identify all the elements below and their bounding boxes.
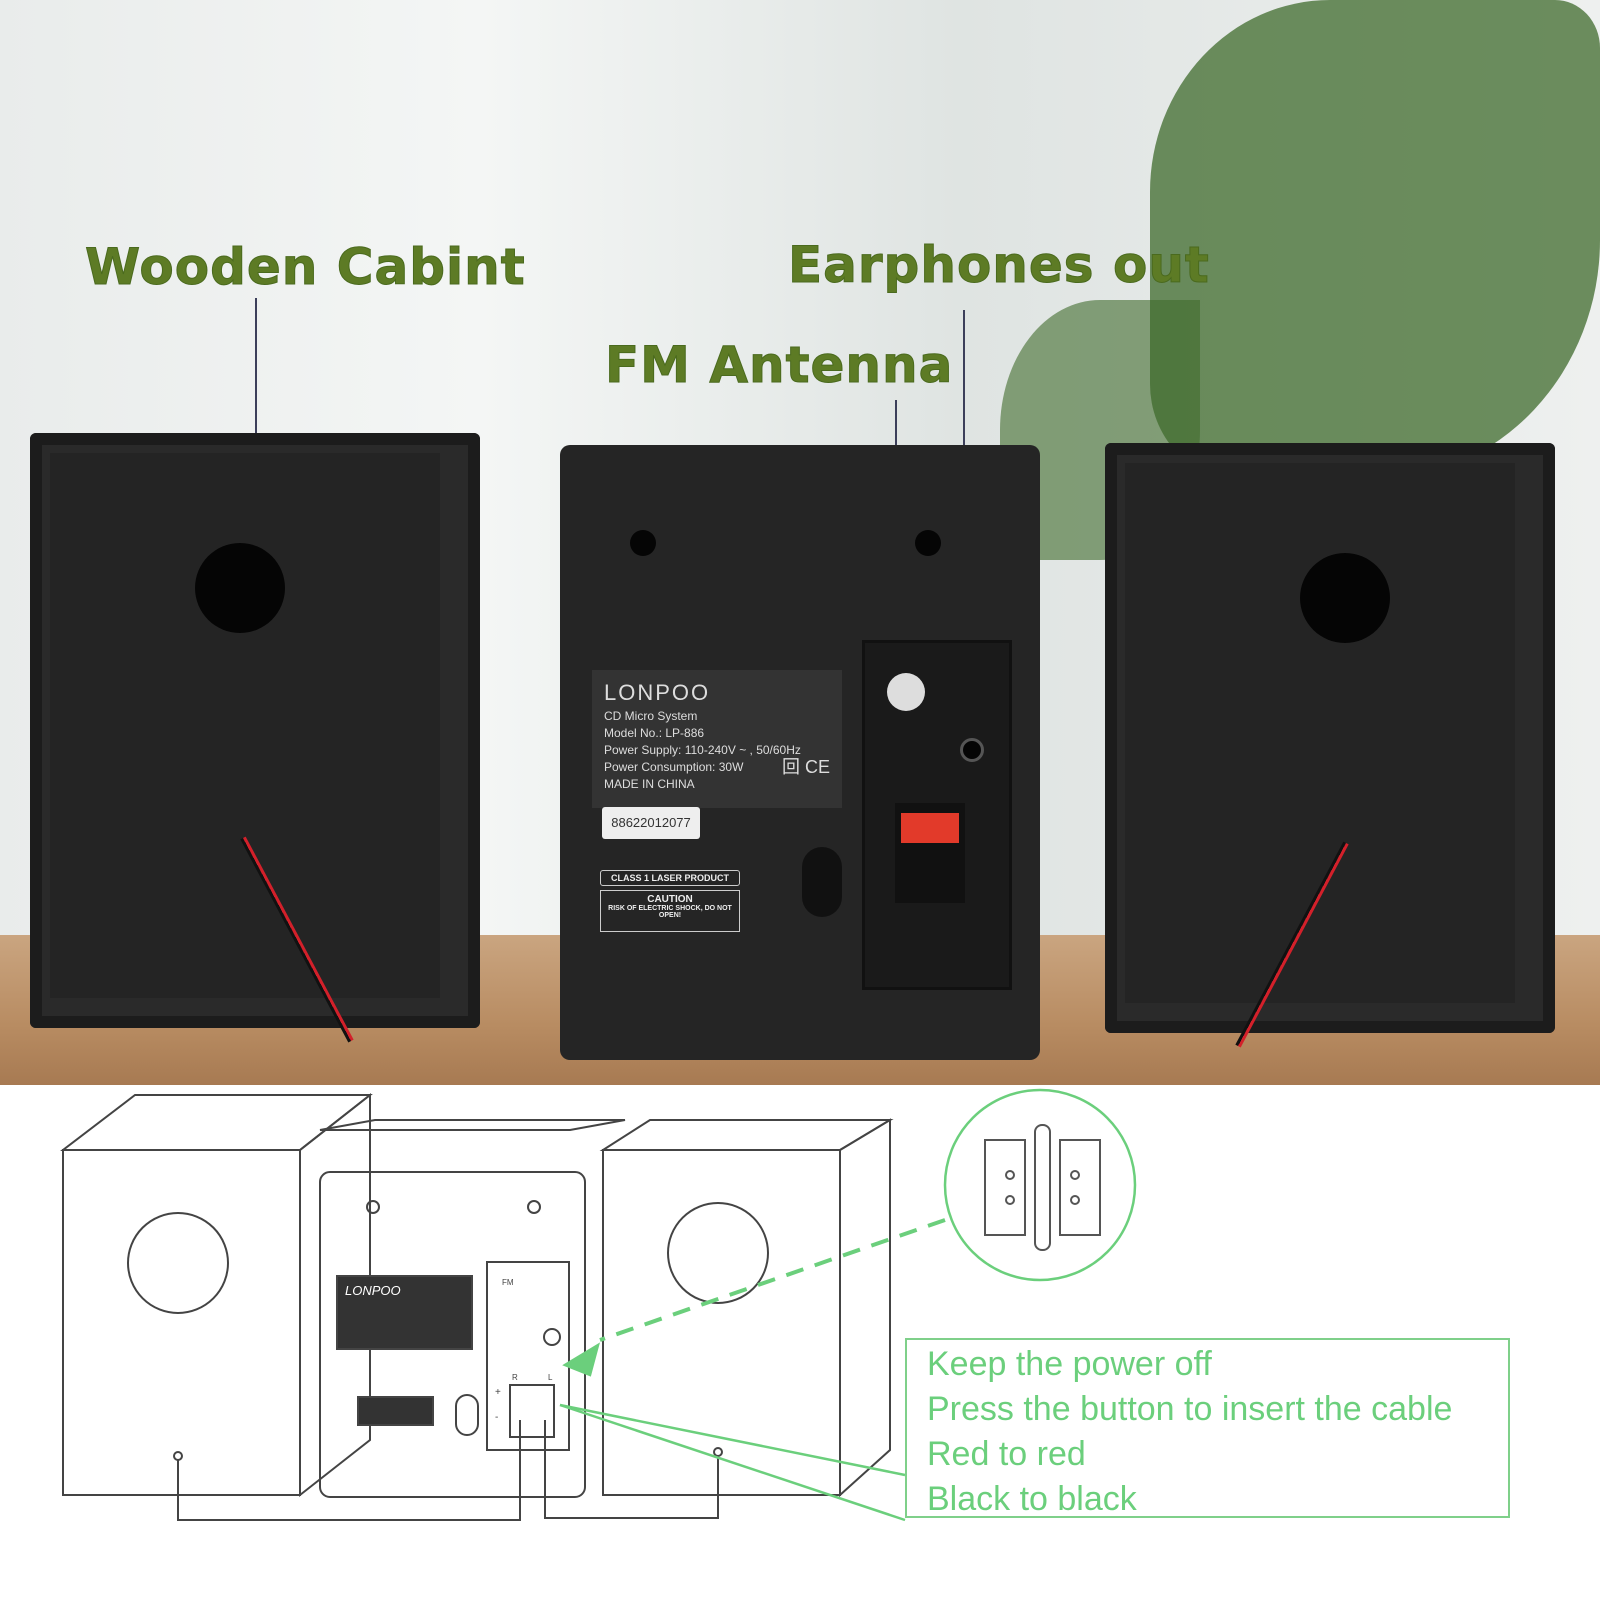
connector-panel: [862, 640, 1012, 990]
terminal-zoom-circle: [559, 1088, 1137, 1522]
earphone-jack: [960, 738, 984, 762]
left-speaker-drawing: [60, 1092, 373, 1498]
serial-sticker: 88622012077: [602, 807, 700, 839]
instructions-box: Keep the power off Press the button to i…: [905, 1338, 1510, 1518]
diagram-minus: -: [495, 1412, 498, 1423]
wiring-diagram: LONPOO FM R L + -: [60, 1088, 1137, 1522]
label-line: MADE IN CHINA: [604, 777, 695, 791]
diagram-l-label: L: [548, 1373, 553, 1382]
instruction-line: Black to black: [927, 1480, 1137, 1518]
wire-right: [544, 1420, 719, 1519]
instruction-line: Keep the power off: [927, 1345, 1212, 1383]
diagram-r-label: R: [512, 1373, 518, 1382]
instruction-line: Red to red: [927, 1435, 1086, 1473]
callout-earphones-out: Earphones out: [788, 236, 1210, 295]
laser-label: CLASS 1 LASER PRODUCT: [600, 870, 740, 886]
callout-fm-antenna: FM Antenna: [604, 336, 954, 395]
screw-hole: [630, 530, 656, 556]
terminal-closeup: [984, 1124, 1101, 1251]
diagram-plus: +: [495, 1387, 501, 1398]
leader-line: [255, 298, 257, 436]
fm-antenna-jack: [887, 673, 925, 711]
left-speaker: [30, 433, 480, 1043]
diagram-fm-label: FM: [502, 1278, 514, 1287]
speaker-terminals: [895, 803, 965, 903]
bass-port: [195, 543, 285, 633]
caution-text: RISK OF ELECTRIC SHOCK, DO NOT OPEN!: [608, 905, 732, 919]
label-line: Model No.: LP-886: [604, 726, 705, 740]
right-speaker-drawing: [599, 1118, 894, 1498]
power-socket: [802, 847, 842, 917]
right-speaker: [1105, 443, 1555, 1048]
brand-name: LONPOO: [604, 680, 711, 705]
callout-wooden-cabinet: Wooden Cabint: [85, 238, 526, 297]
cd-micro-system-back: LONPOO CD Micro System Model No.: LP-886…: [560, 445, 1040, 1060]
rating-label: LONPOO CD Micro System Model No.: LP-886…: [592, 670, 842, 808]
caution-label: CAUTION RISK OF ELECTRIC SHOCK, DO NOT O…: [600, 890, 740, 932]
wire-left: [177, 1420, 521, 1521]
main-unit-drawing: [319, 1119, 626, 1498]
bass-port: [1300, 553, 1390, 643]
label-line: Power Supply: 110-240V ~ , 50/60Hz: [604, 743, 801, 757]
caution-title: CAUTION: [647, 894, 693, 905]
screw-hole: [915, 530, 941, 556]
label-line: Power Consumption: 30W: [604, 760, 744, 774]
palm-plant: [1150, 0, 1600, 480]
product-photo: Wooden Cabint Earphones out FM Antenna L…: [0, 0, 1600, 1085]
certification-marks: 回 CE: [781, 757, 830, 777]
diagram-brand: LONPOO: [345, 1283, 401, 1298]
label-line: CD Micro System: [604, 709, 698, 723]
instruction-line: Press the button to insert the cable: [927, 1390, 1453, 1428]
